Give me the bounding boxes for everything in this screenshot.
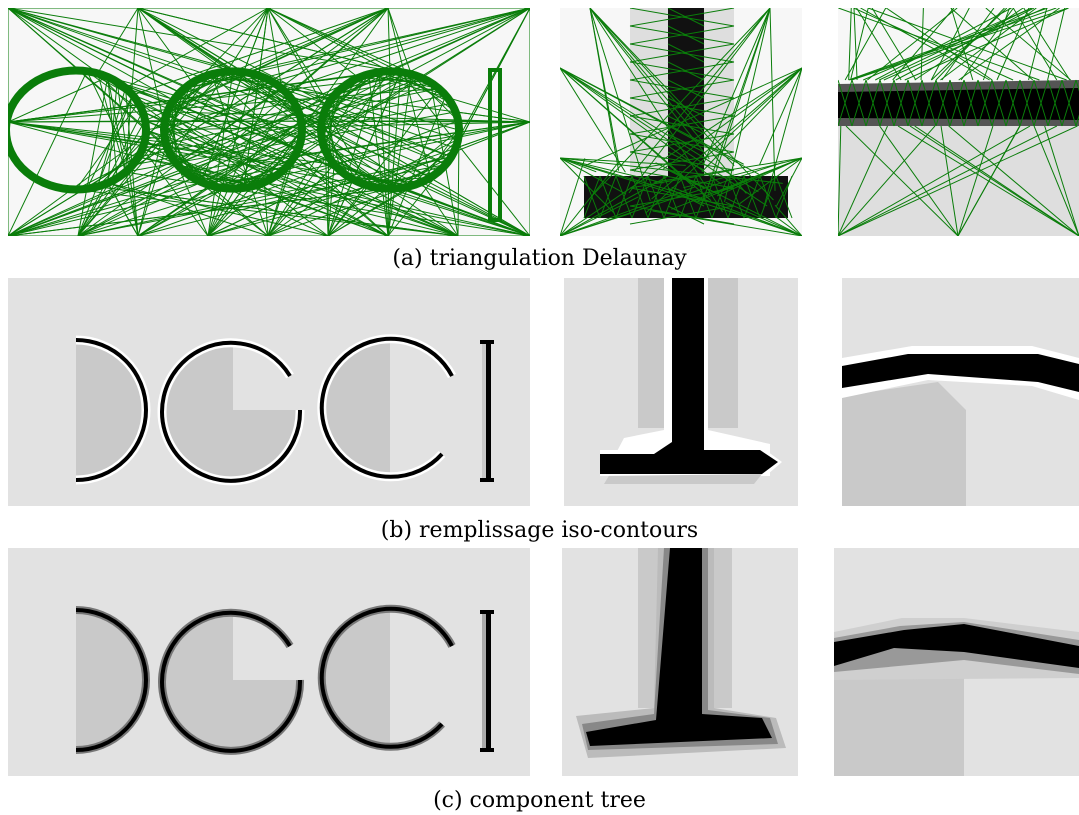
figure-c-full-view [8,548,530,776]
component-tree-zoom-bar [834,548,1079,776]
figure-a-zoom-t [560,8,802,236]
isocontour-full [8,278,530,506]
figure-b-zoom-t [564,278,798,506]
caption-c: (c) component tree [433,788,646,813]
isocontour-zoom-bar [842,278,1079,506]
figure-c-zoom-bar [834,548,1079,776]
figure-b-full-view [8,278,530,506]
isocontour-zoom-t [564,278,798,506]
delaunay-mesh-zoom-bar [838,8,1079,236]
figure-a-zoom-bar [838,8,1079,236]
caption-a: (a) triangulation Delaunay [392,246,687,271]
figure-c-zoom-t [562,548,798,776]
component-tree-zoom-t [562,548,798,776]
figure-a-full-view [8,8,530,236]
caption-b: (b) remplissage iso-contours [380,518,699,543]
delaunay-mesh-zoom-t [560,8,802,236]
component-tree-full [8,548,530,776]
figure-b-zoom-bar [842,278,1079,506]
delaunay-mesh-full [8,8,530,236]
